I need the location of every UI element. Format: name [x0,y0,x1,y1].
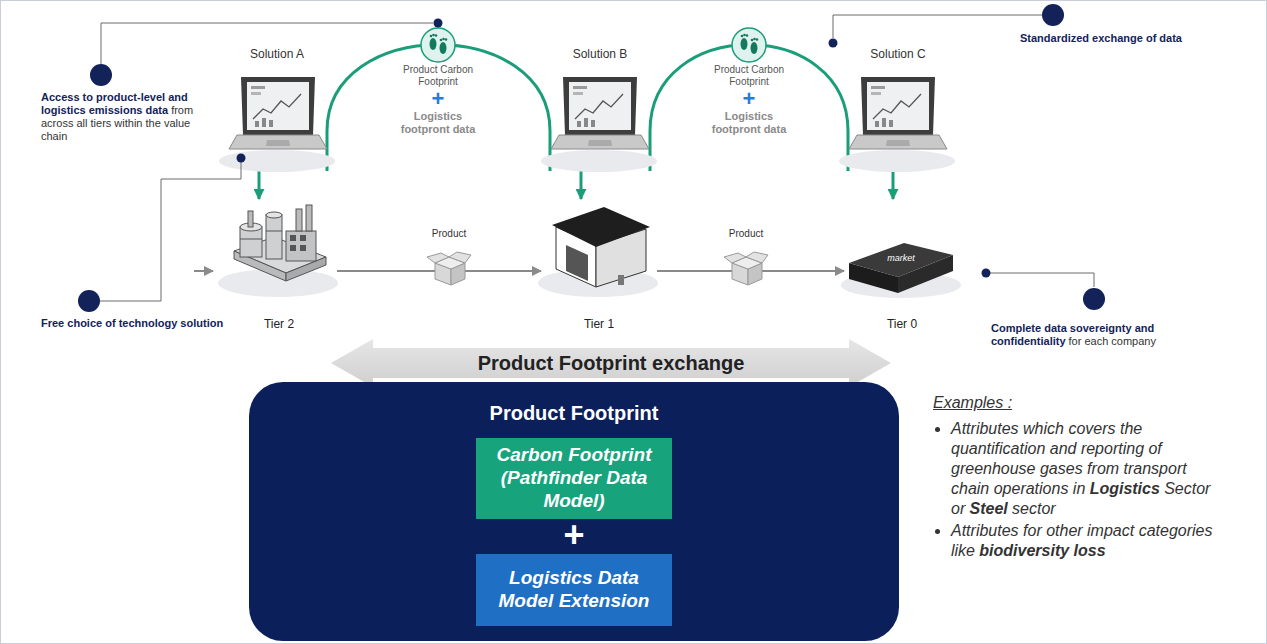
warehouse-icon [538,207,658,297]
label-text: + [704,88,794,110]
label-text: Product Carbon Footprint [393,64,483,88]
label-text: Product Carbon Footprint [704,64,794,88]
tier-node: Tier 1 [541,199,657,334]
node-text: Logistics Data Model Extension [484,567,664,613]
label-text: + [563,514,584,555]
exchange-arrow [331,339,891,387]
flow-text: Product Carbon Footprint+Logistics footp… [393,64,483,136]
incoming-arrow [194,270,213,272]
solution-laptop: Solution C [844,47,952,171]
label-text: sector [1012,500,1056,517]
laptop-icon [541,77,657,172]
node-text: Product Footprint [490,402,659,425]
data-exchange-arc [327,45,550,171]
node-text: Tier 1 [584,317,614,331]
label-text: for each company [1069,335,1156,347]
examples-list: Attributes which covers the quantificati… [933,419,1228,563]
product-label: Product [419,228,479,239]
product-box-icon [724,252,768,285]
tier-node: Tier 2 [221,199,337,334]
label-text: Standardized exchange of data [1020,32,1182,44]
callout-text: Free choice of technology solution [41,317,241,330]
label-text: Access to product-level and logistics em… [41,91,188,116]
bullet-item: Attributes which covers the quantificati… [951,419,1228,519]
tier-node: Tier 0 [844,199,960,334]
product-footprint-panel: Product FootprintCarbon Footprint (Pathf… [249,382,899,641]
bullet-item: Attributes for other impact categories l… [951,521,1228,561]
node-text: Solution C [870,47,925,61]
label-text: Steel [970,500,1008,517]
flow-text: Product Carbon Footprint+Logistics footp… [704,64,794,136]
label-text: + [393,88,483,110]
solution-link-arrow [580,171,583,199]
examples-heading: Examples : [933,393,1073,413]
node-text: Tier 2 [264,317,294,331]
footprint-icon [732,28,766,62]
node-text: Solution B [573,47,628,61]
node-text: Carbon Footprint (Pathfinder Data Model) [484,444,664,512]
label-text: market [887,253,915,263]
solution-link-arrow [892,171,895,199]
solution-link-arrow [258,171,261,199]
exchange-label: Product Footprint exchange [421,351,801,375]
solution-laptop: Solution A [223,47,331,171]
product-label: Product [716,228,776,239]
node-text: Tier 0 [887,317,917,331]
factory-icon [218,205,338,297]
laptop-icon [839,77,955,172]
leader-line [100,15,1094,301]
label-text: Logistics footpront data [704,110,794,136]
label-text: Free choice of technology solution [41,317,223,329]
market-icon [841,243,961,298]
bullet-list: Attributes which covers the quantificati… [933,419,1228,561]
node-text: Solution A [250,47,304,61]
label-text: biodiversity loss [979,542,1105,559]
plus-sign: + [549,516,599,554]
callout-text: Complete data sovereignty and confidenti… [991,322,1206,348]
carbon-footprint-box: Carbon Footprint (Pathfinder Data Model) [476,438,672,519]
data-exchange-arc [650,45,848,171]
label-text: Logistics [1090,480,1160,497]
callout-text: Standardized exchange of data [1020,32,1220,45]
market-sign: market [881,253,921,263]
callout-dot [78,4,1105,312]
logistics-extension-box: Logistics Data Model Extension [476,554,672,626]
label-text: Product [729,228,763,239]
callout-text: Access to product-level and logistics em… [41,91,219,143]
label-text: Product Footprint exchange [478,352,745,374]
footprint-icon [421,28,455,62]
label-text: Examples : [933,394,1012,411]
product-box-icon [427,252,471,285]
label-text: Logistics footpront data [393,110,483,136]
laptop-icon [219,77,335,172]
solution-laptop: Solution B [546,47,654,171]
label-text: Product [432,228,466,239]
